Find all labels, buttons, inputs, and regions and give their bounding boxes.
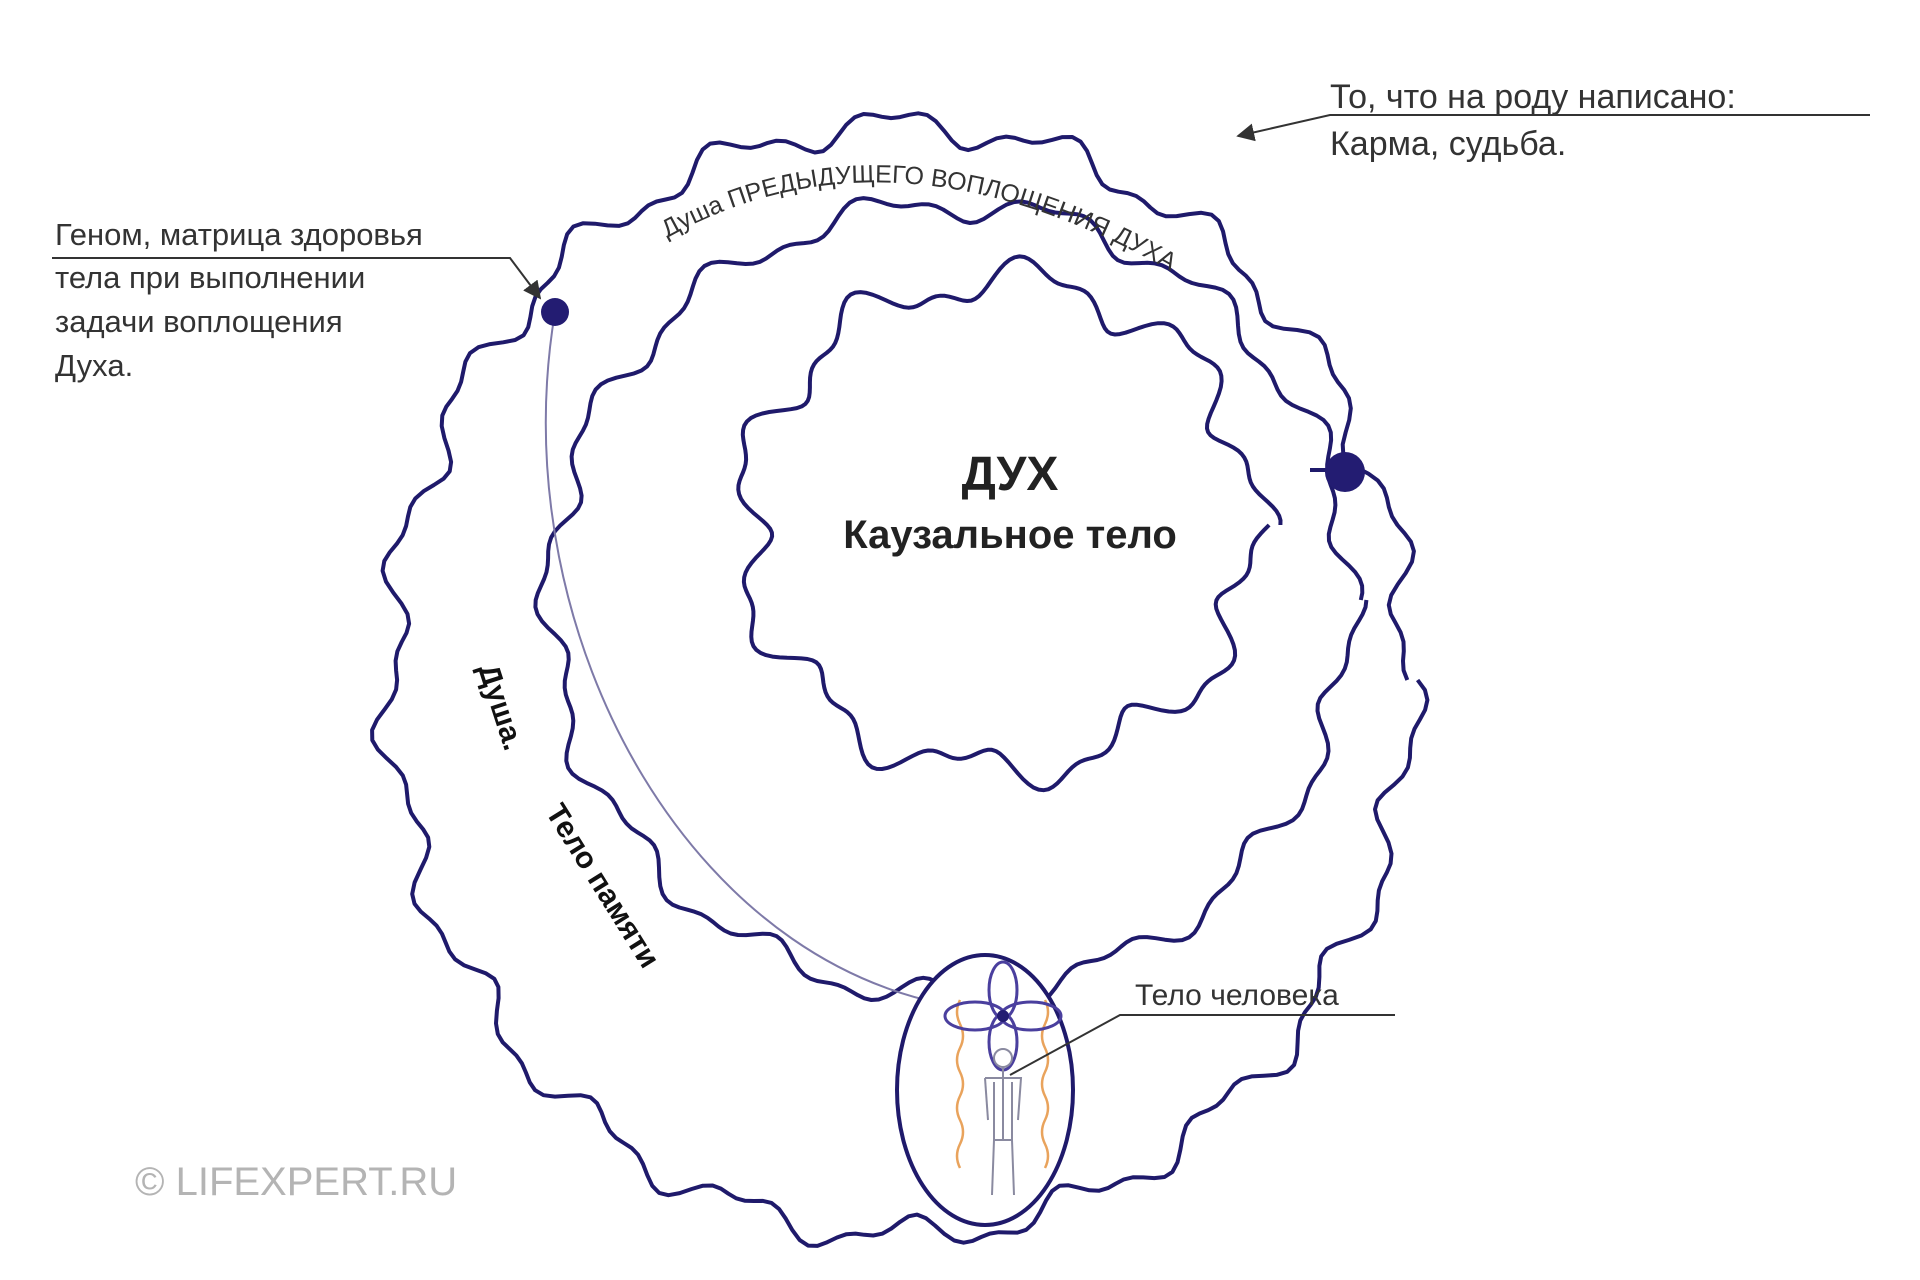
genome-annotation: Геном, матрица здоровья тела при выполне… [52,217,542,383]
genome-line-4: Духа. [55,348,133,383]
genome-pointer-line [52,257,542,300]
aura-left-wave [955,999,965,1169]
aura-right-wave [1040,999,1050,1169]
karma-annotation: То, что на роду написано: Карма, судьба. [1236,78,1870,163]
human-figure-icon [984,1048,1023,1196]
human-body-capsule [895,953,1075,1227]
human-label: Тело человека [1135,979,1339,1012]
center-title: ДУХ [962,448,1059,501]
flower-petals-icon [943,960,1063,1072]
karma-line-2: Карма, судьба. [1330,125,1566,163]
genome-line-1: Геном, матрица здоровья [55,217,423,252]
genome-node [541,298,569,326]
karma-node [1325,452,1365,492]
genome-line-2: тела при выполнении [55,260,365,295]
copyright-text: © LIFEXPERT.RU [135,1160,457,1204]
curve-label: Душа ПРЕДЫДУЩЕГО ВОПЛОЩЕНИЯ ДУХА [657,160,1182,276]
human-pointer-line [1009,1014,1395,1076]
memory-thread-line [544,311,991,1011]
genome-line-3: задачи воплощения [55,304,343,339]
soul-label-part1: Душа. [471,660,530,754]
center-subtitle: Каузальное тело [843,513,1177,557]
karma-line-1: То, что на роду написано: [1330,78,1736,116]
inner-spirit-contour [736,254,1283,793]
arrow-icon [1236,114,1870,142]
soul-label-part2: Тело памяти [539,798,666,974]
human-annotation: Тело человека [1009,979,1395,1076]
outer-soul-contour [370,111,1430,1248]
middle-soul-contour [533,196,1369,1006]
